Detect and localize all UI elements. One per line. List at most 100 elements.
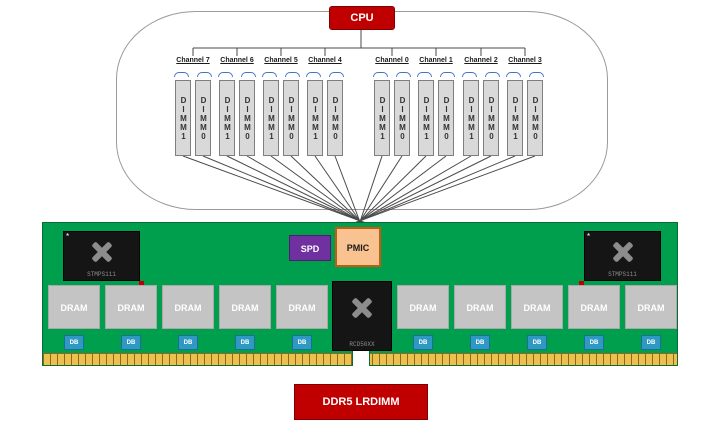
data-buffer: DB xyxy=(527,335,547,350)
dimm-label: DIMM1 xyxy=(223,95,232,141)
dimm-label: DIMM0 xyxy=(199,95,208,141)
power-chip-right: * STMPS111 xyxy=(584,231,661,281)
diagram-title: DDR5 LRDIMM xyxy=(294,384,428,420)
brace-icon xyxy=(306,72,321,77)
dimm-slot: DIMM1 xyxy=(463,80,479,156)
channel-group-0: Channel 0 DIMM1 DIMM0 xyxy=(370,56,414,156)
channel-label: Channel 5 xyxy=(264,57,298,64)
data-buffer: DB xyxy=(413,335,433,350)
dimm-slot: DIMM1 xyxy=(374,80,390,156)
connector-notch xyxy=(352,351,370,366)
dram-chip: DRAM xyxy=(219,285,271,329)
chip-label: STMPS111 xyxy=(608,271,637,278)
brace-icon xyxy=(440,72,455,77)
dimm-label: DIMM0 xyxy=(243,95,252,141)
channel-group-7: Channel 7 DIMM1 DIMM0 xyxy=(171,56,215,156)
data-buffer: DB xyxy=(584,335,604,350)
dimm-slot: DIMM0 xyxy=(527,80,543,156)
channel-group-1: Channel 1 DIMM1 DIMM0 xyxy=(414,56,458,156)
dram-chip: DRAM xyxy=(511,285,563,329)
dimm-slot: DIMM0 xyxy=(195,80,211,156)
dimm-slot: DIMM1 xyxy=(263,80,279,156)
channel-label: Channel 2 xyxy=(464,57,498,64)
channel-label: Channel 7 xyxy=(176,57,210,64)
dimm-slot: DIMM1 xyxy=(418,80,434,156)
dimm-label: DIMM1 xyxy=(378,95,387,141)
x-logo-icon xyxy=(611,240,635,264)
dimm-slot: DIMM1 xyxy=(507,80,523,156)
data-buffer: DB xyxy=(292,335,312,350)
channel-label: Channel 4 xyxy=(308,57,342,64)
dimm-slot: DIMM0 xyxy=(283,80,299,156)
rcd-chip: RCD50XX xyxy=(332,281,392,351)
dram-chip: DRAM xyxy=(568,285,620,329)
chip-label: STMPS111 xyxy=(87,271,116,278)
dimm-slot: DIMM0 xyxy=(438,80,454,156)
dram-chip: DRAM xyxy=(397,285,449,329)
brace-icon xyxy=(506,72,521,77)
dimm-label: DIMM0 xyxy=(398,95,407,141)
x-logo-icon xyxy=(90,240,114,264)
dram-chip: DRAM xyxy=(625,285,677,329)
pmic-chip: PMIC xyxy=(335,227,381,267)
brace-icon xyxy=(197,72,212,77)
dimm-label: DIMM1 xyxy=(511,95,520,141)
dimm-label: DIMM1 xyxy=(267,95,276,141)
channel-group-5: Channel 5 DIMM1 DIMM0 xyxy=(259,56,303,156)
dimm-slot: DIMM0 xyxy=(394,80,410,156)
brace-icon xyxy=(485,72,500,77)
brace-icon xyxy=(396,72,411,77)
dimm-slot: DIMM0 xyxy=(483,80,499,156)
brace-icon xyxy=(417,72,432,77)
power-chip-left: * STMPS111 xyxy=(63,231,140,281)
data-buffer: DB xyxy=(641,335,661,350)
brace-icon xyxy=(262,72,277,77)
channel-group-2: Channel 2 DIMM1 DIMM0 xyxy=(459,56,503,156)
data-buffer: DB xyxy=(121,335,141,350)
dimm-slot: DIMM0 xyxy=(327,80,343,156)
dimm-label: DIMM0 xyxy=(442,95,451,141)
channel-group-4: Channel 4 DIMM1 DIMM0 xyxy=(303,56,347,156)
dram-chip: DRAM xyxy=(162,285,214,329)
brace-icon xyxy=(174,72,189,77)
channel-label: Channel 1 xyxy=(419,57,453,64)
dram-chip: DRAM xyxy=(276,285,328,329)
brace-icon xyxy=(529,72,544,77)
channel-group-6: Channel 6 DIMM1 DIMM0 xyxy=(215,56,259,156)
dimm-slot: DIMM1 xyxy=(307,80,323,156)
dimm-label: DIMM1 xyxy=(311,95,320,141)
lrdimm-pcb: * STMPS111 * STMPS111 SPD PMIC DRAM DRAM… xyxy=(42,222,678,366)
brace-icon xyxy=(285,72,300,77)
dimm-label: DIMM1 xyxy=(467,95,476,141)
channel-group-3: Channel 3 DIMM1 DIMM0 xyxy=(503,56,547,156)
data-buffer: DB xyxy=(235,335,255,350)
chip-label: RCD50XX xyxy=(349,341,375,348)
dimm-slot: DIMM0 xyxy=(239,80,255,156)
channel-label: Channel 3 xyxy=(508,57,542,64)
asterisk-mark: * xyxy=(587,232,591,241)
dimm-label: DIMM1 xyxy=(179,95,188,141)
dram-chip: DRAM xyxy=(454,285,506,329)
cpu-box: CPU xyxy=(329,6,395,30)
dram-chip: DRAM xyxy=(105,285,157,329)
spd-chip: SPD xyxy=(289,235,331,261)
data-buffer: DB xyxy=(178,335,198,350)
data-buffer: DB xyxy=(470,335,490,350)
brace-icon xyxy=(218,72,233,77)
x-logo-icon xyxy=(350,296,374,320)
dimm-label: DIMM1 xyxy=(422,95,431,141)
channel-label: Channel 6 xyxy=(220,57,254,64)
brace-icon xyxy=(373,72,388,77)
dimm-label: DIMM0 xyxy=(287,95,296,141)
channel-label: Channel 0 xyxy=(375,57,409,64)
asterisk-mark: * xyxy=(66,232,70,241)
dimm-slot: DIMM1 xyxy=(219,80,235,156)
data-buffer: DB xyxy=(64,335,84,350)
brace-icon xyxy=(241,72,256,77)
dimm-label: DIMM0 xyxy=(331,95,340,141)
dram-chip: DRAM xyxy=(48,285,100,329)
dimm-slot: DIMM1 xyxy=(175,80,191,156)
dimm-label: DIMM0 xyxy=(531,95,540,141)
brace-icon xyxy=(329,72,344,77)
